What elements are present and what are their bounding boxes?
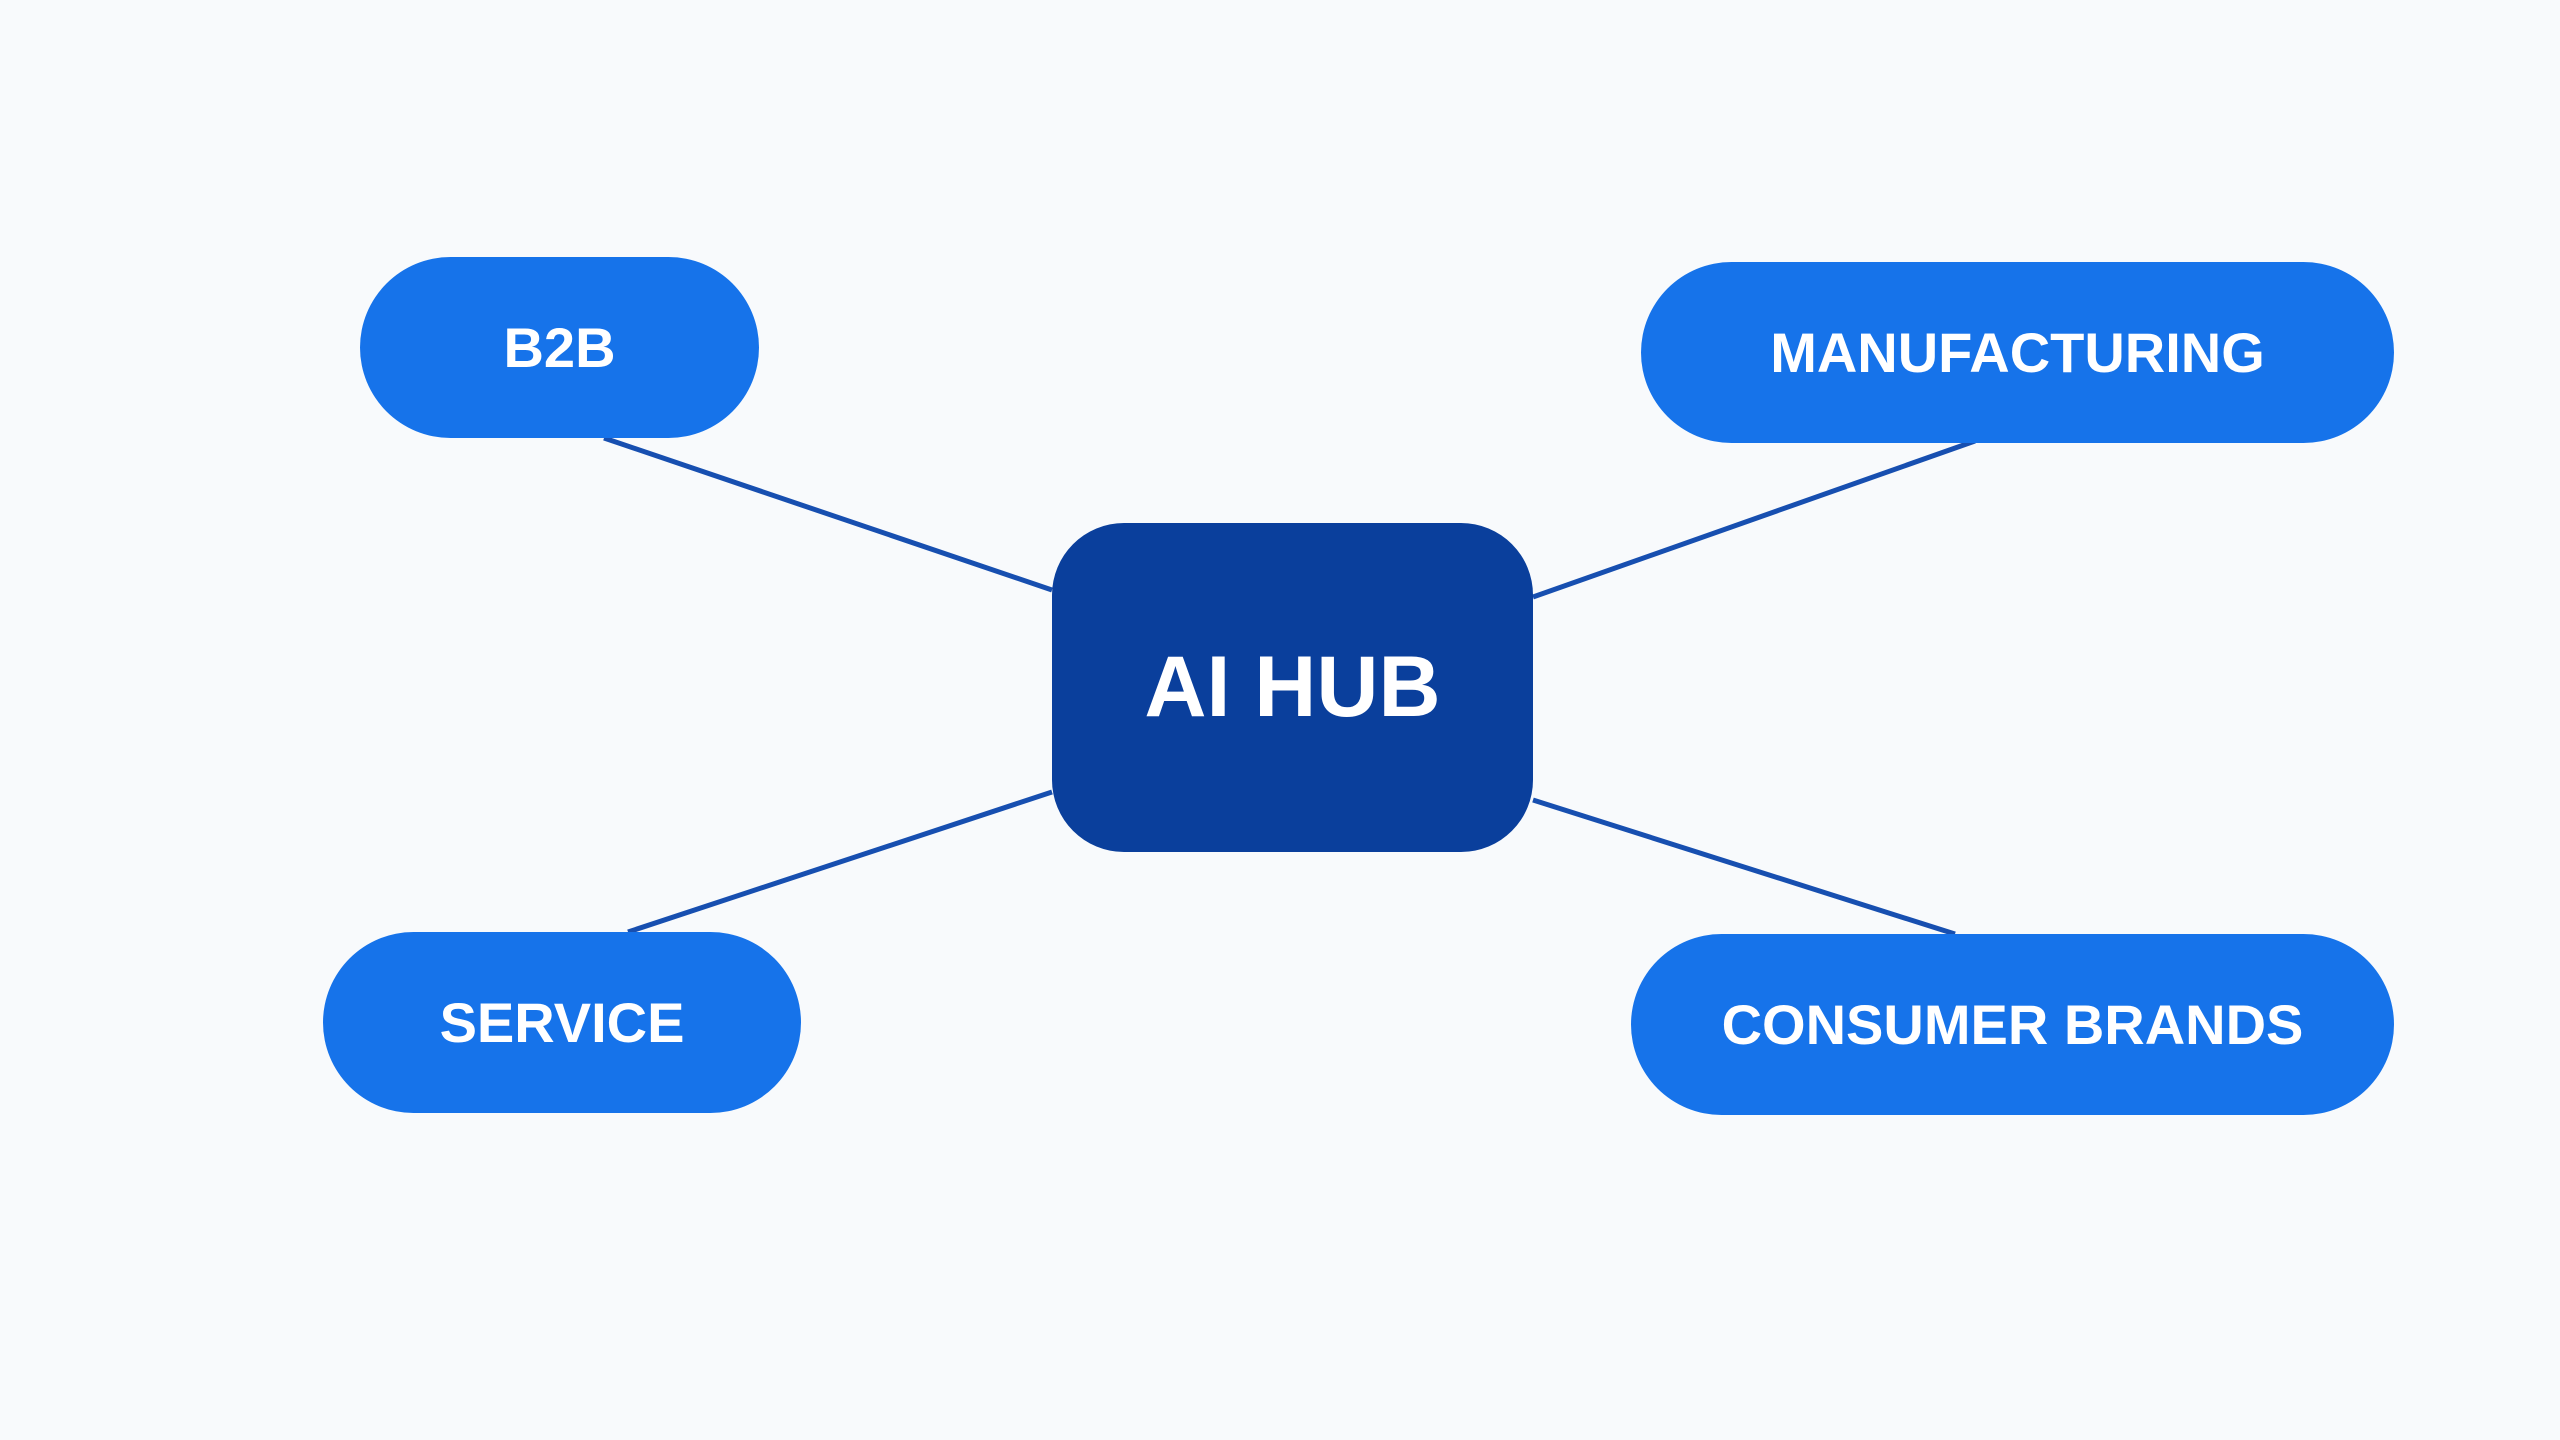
- connector-b2b: [603, 435, 1053, 593]
- connector-consumer-brands: [1532, 797, 1956, 937]
- node-manufacturing: MANUFACTURING: [1641, 262, 2394, 443]
- node-b2b: B2B: [360, 257, 759, 438]
- connector-service: [627, 789, 1053, 935]
- node-ai-hub: AI HUB: [1052, 523, 1533, 852]
- node-service: SERVICE: [323, 932, 801, 1113]
- node-consumer-brands: CONSUMER BRANDS: [1631, 934, 2394, 1115]
- connector-manufacturing: [1532, 438, 1976, 600]
